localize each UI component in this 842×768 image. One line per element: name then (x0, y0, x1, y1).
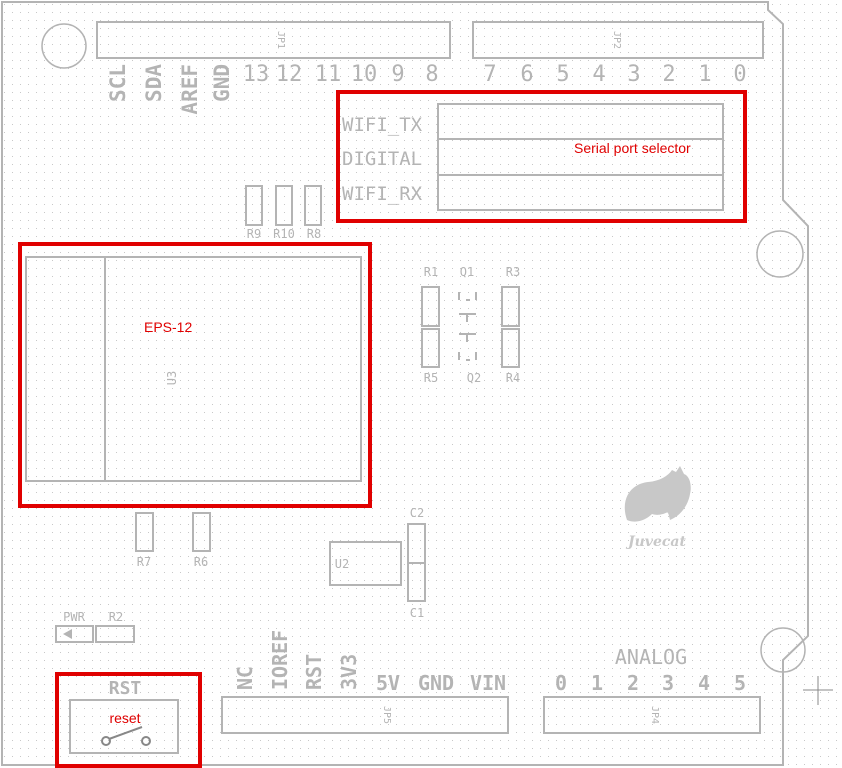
jp5-pin-rst: RST (302, 654, 326, 690)
header-jp1: JP1 SCL SDA AREF GND 13 12 11 10 9 8 (96, 21, 451, 115)
transistor-q1-label: Q1 (460, 265, 474, 279)
header-jp5: NC IOREF RST 3V3 5V GND VIN JP5 (221, 630, 509, 734)
module-annotation: EPS-12 (144, 319, 192, 335)
resistor-r1-label: R1 (424, 265, 438, 279)
jp5-pin-ioref: IOREF (268, 630, 292, 690)
jp4-pin-5: 5 (734, 671, 746, 695)
reset-label: RST (109, 678, 142, 699)
jp2-pin-1: 1 (698, 62, 711, 87)
serial-port-selector: WIFI_TX DIGITAL WIFI_RX Serial port sele… (342, 103, 724, 211)
jp2-pin-3: 3 (627, 62, 640, 87)
jp5-pin-vin: VIN (470, 671, 506, 695)
resistor-r4-label: R4 (506, 371, 520, 385)
jp5-pin-5v: 5V (376, 671, 400, 695)
selector-highlight-box (336, 90, 747, 223)
regulator-ref-label: U2 (335, 557, 349, 571)
jp2-pin-4: 4 (592, 62, 605, 87)
jp1-pin-12: 12 (276, 62, 303, 87)
resistor-r8-label: R8 (307, 227, 321, 241)
jp2-pin-2: 2 (662, 62, 675, 87)
jp1-pin-10: 10 (351, 62, 378, 87)
resistor-r7-label: R7 (137, 555, 151, 569)
jp2-pin-7: 7 (483, 62, 496, 87)
selector-row-wifi-rx: WIFI_RX (342, 183, 423, 205)
resistor-r3-label: R3 (506, 265, 520, 279)
regulator-u2: U2 (329, 541, 402, 586)
module-ref-label: U3 (165, 371, 179, 385)
logo-text: Juvecat (625, 534, 686, 550)
crosshair-icon (803, 676, 833, 705)
jp1-pin-scl: SCL (106, 64, 130, 102)
module-highlight-box (18, 242, 372, 508)
jp2-pin-0: 0 (733, 62, 746, 87)
jp5-pin-3v3: 3V3 (337, 654, 361, 690)
resistor-r6-label: R6 (194, 555, 208, 569)
capacitor-c2-label: C2 (410, 506, 424, 520)
resistor-group-top: R9 R10 R8 (245, 185, 322, 241)
jp1-pin-13: 13 (243, 62, 270, 87)
jp5-pin-gnd: GND (418, 671, 454, 695)
jp4-pin-2: 2 (627, 671, 639, 695)
selector-annotation: Serial port selector (574, 140, 691, 156)
reset-button: RST reset (69, 678, 179, 754)
reset-annotation: reset (109, 710, 140, 726)
switch-symbol-icon (101, 726, 151, 746)
resistor-r9-label: R9 (247, 227, 261, 241)
resistor-r10-label: R10 (273, 227, 295, 241)
jp1-pin-8: 8 (425, 62, 438, 87)
brand-logo: Juvecat (624, 466, 691, 550)
selector-row-wifi-tx: WIFI_TX (342, 114, 423, 136)
cat-logo-icon (624, 466, 691, 522)
capacitor-c1-label: C1 (410, 606, 424, 620)
jp2-pin-5: 5 (556, 62, 569, 87)
jp4-pin-4: 4 (698, 671, 710, 695)
capacitors: C2 C1 (407, 506, 426, 620)
jp1-pin-aref: AREF (178, 64, 202, 115)
jp4-pin-1: 1 (591, 671, 603, 695)
jp1-pin-9: 9 (391, 62, 404, 87)
wifi-module-u3: U3 EPS-12 (25, 256, 362, 482)
resistor-r2-label: R2 (109, 610, 123, 624)
jp4-title: ANALOG (615, 645, 687, 669)
transistor-q2-label: Q2 (467, 371, 481, 385)
mounting-hole-bottom-right (760, 627, 806, 673)
resistor-r5-label: R5 (424, 371, 438, 385)
pwr-led-label: PWR (63, 610, 85, 624)
reset-highlight-box (55, 672, 202, 768)
jp4-pin-3: 3 (662, 671, 674, 695)
selector-row-digital: DIGITAL (342, 148, 422, 170)
transistor-area: R1 Q1 R3 R5 Q2 R4 (421, 265, 520, 385)
mounting-hole-top-left (41, 23, 87, 69)
jp1-pin-sda: SDA (142, 64, 166, 102)
jp5-ref-label: JP5 (381, 706, 392, 724)
resistor-group-bottom: R7 R6 (135, 512, 211, 569)
jp1-pin-gnd: GND (210, 64, 234, 102)
power-led: PWR R2 (55, 610, 135, 643)
header-jp2: JP2 7 6 5 4 3 2 1 0 (472, 21, 764, 87)
jp4-pin-0: 0 (555, 671, 567, 695)
jp2-ref-label: JP2 (611, 31, 622, 49)
board-outline (1, 1, 809, 766)
mounting-hole-right (756, 230, 804, 278)
jp1-ref-label: JP1 (275, 31, 286, 49)
jp1-pin-11: 11 (315, 62, 342, 87)
jp5-pin-nc: NC (233, 666, 257, 690)
header-jp4: ANALOG 0 1 2 3 4 5 JP4 (543, 645, 761, 734)
jp2-pin-6: 6 (520, 62, 533, 87)
jp4-ref-label: JP4 (649, 706, 660, 724)
